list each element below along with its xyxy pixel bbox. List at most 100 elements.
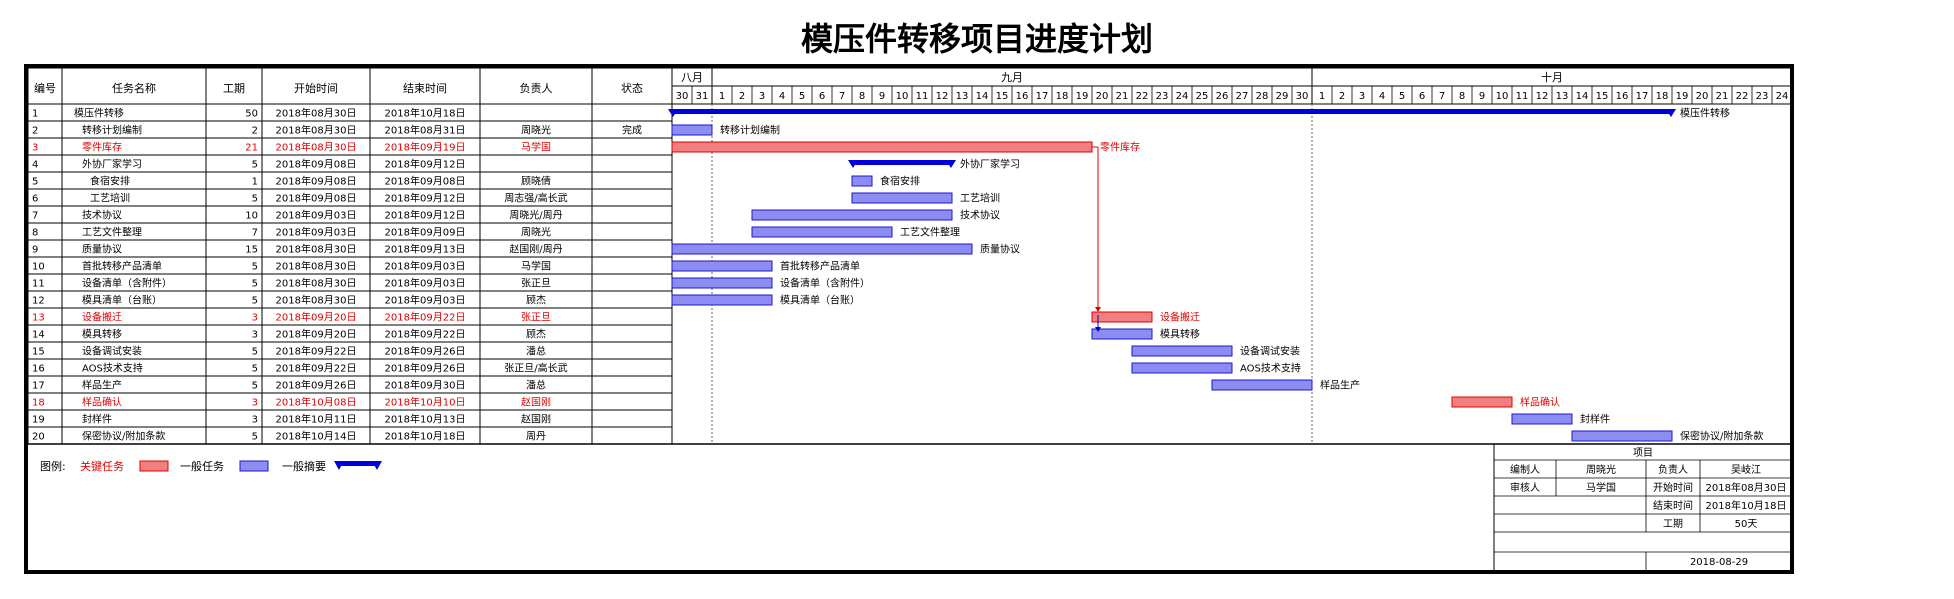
cell-id: 20 [32,432,45,443]
cell-owner: 周丹 [526,431,546,443]
cell-owner: 顾晓倩 [521,175,551,188]
cell-end: 2018年09月13日 [385,243,466,256]
day-label: 10 [1496,91,1509,102]
day-label: 8 [859,91,865,102]
cell-owner: 张正旦 [521,312,551,324]
day-label: 19 [1076,91,1089,102]
cell-start: 2018年09月20日 [276,311,357,324]
cell-task-name: 外协厂家学习 [82,158,142,171]
bar-label: 工艺培训 [960,192,1000,205]
cell-duration: 5 [252,432,258,443]
day-label: 3 [759,91,765,102]
dependency-arrow-head [1095,307,1101,312]
cell-task-name: 零件库存 [82,141,122,154]
bar-label: 设备清单（含附件） [780,277,870,290]
cell-end: 2018年10月18日 [385,430,466,443]
cell-start: 2018年09月26日 [276,379,357,392]
cell-id: 4 [32,160,38,171]
day-label: 6 [1419,91,1425,102]
bar-label: 封样件 [1580,413,1610,426]
cell-duration: 5 [252,296,258,307]
legend-critical-swatch [139,460,169,472]
bar-label: 模具转移 [1160,328,1200,341]
cell-id: 18 [32,398,45,409]
legend-prefix: 图例: [40,459,66,473]
cell-task-name: 设备清单（含附件） [82,277,172,290]
cell-start: 2018年08月30日 [276,107,357,120]
day-label: 15 [996,91,1009,102]
column-header: 结束时间 [403,82,447,95]
summary-bar-right-cap [946,160,956,168]
cell-id: 17 [32,381,45,392]
cell-duration: 5 [252,381,258,392]
cell-owner: 赵国刚/周丹 [509,243,562,256]
day-label: 20 [1096,91,1109,102]
day-label: 24 [1176,91,1189,102]
day-label: 19 [1676,91,1689,102]
cell-start: 2018年09月08日 [276,192,357,205]
column-header: 任务名称 [112,81,156,95]
cell-end: 2018年08月31日 [385,124,466,137]
bar-label: 外协厂家学习 [960,158,1020,171]
cell-start: 2018年10月08日 [276,396,357,409]
day-label: 10 [896,91,909,102]
cell-task-name: 设备调试安装 [82,345,142,358]
cell-task-name: 模压件转移 [74,107,124,120]
info-end-label: 结束时间 [1653,499,1693,512]
cell-duration: 3 [252,330,258,341]
normal-task-bar [1211,379,1313,391]
cell-owner: 顾杰 [526,329,546,341]
cell-id: 2 [32,126,38,137]
day-label: 11 [1516,91,1529,102]
cell-start: 2018年08月30日 [276,260,357,273]
bar-label: 样品确认 [1520,396,1560,409]
day-label: 6 [819,91,825,102]
info-date: 2018-08-29 [1690,557,1748,568]
bar-label: AOS技术支持 [1240,362,1301,375]
cell-owner: 赵国刚 [521,396,551,409]
cell-id: 6 [32,194,38,205]
cell-duration: 5 [252,347,258,358]
cell-task-name: 质量协议 [82,243,122,256]
cell-task-name: 模具转移 [82,328,122,341]
cell-owner: 顾杰 [526,295,546,307]
normal-task-bar [751,226,893,238]
day-label: 13 [1556,91,1569,102]
bar-label: 首批转移产品清单 [780,260,860,273]
cell-start: 2018年09月20日 [276,328,357,341]
cell-task-name: 模具清单（台账） [82,294,162,307]
cell-duration: 3 [252,313,258,324]
normal-task-bar [1091,328,1153,340]
cell-duration: 15 [245,245,258,256]
cell-end: 2018年10月18日 [385,107,466,120]
day-label: 3 [1359,91,1365,102]
day-label: 5 [799,91,805,102]
cell-owner: 马学国 [521,141,551,154]
cell-task-name: 工艺文件整理 [82,226,142,239]
bar-label: 设备搬迁 [1160,311,1200,324]
day-label: 17 [1636,91,1649,102]
day-label: 9 [879,91,885,102]
cell-start: 2018年09月08日 [276,175,357,188]
cell-start: 2018年09月03日 [276,226,357,239]
normal-task-bar [671,294,773,306]
day-label: 28 [1256,91,1269,102]
bar-label: 食宿安排 [880,175,920,188]
cell-id: 5 [32,177,38,188]
column-header: 负责人 [520,81,553,95]
info-reviewer-label: 审核人 [1510,481,1540,494]
cell-owner: 潘总 [526,379,546,392]
cell-duration: 5 [252,279,258,290]
month-label: 十月 [1541,70,1563,84]
day-label: 14 [976,91,989,102]
normal-task-bar [671,277,773,289]
info-owner: 吴岐江 [1731,463,1761,476]
normal-task-bar [671,260,773,272]
cell-id: 7 [32,211,38,222]
day-label: 24 [1776,91,1789,102]
day-label: 25 [1196,91,1209,102]
bar-label: 设备调试安装 [1240,345,1300,358]
cell-id: 11 [32,279,45,290]
day-label: 5 [1399,91,1405,102]
